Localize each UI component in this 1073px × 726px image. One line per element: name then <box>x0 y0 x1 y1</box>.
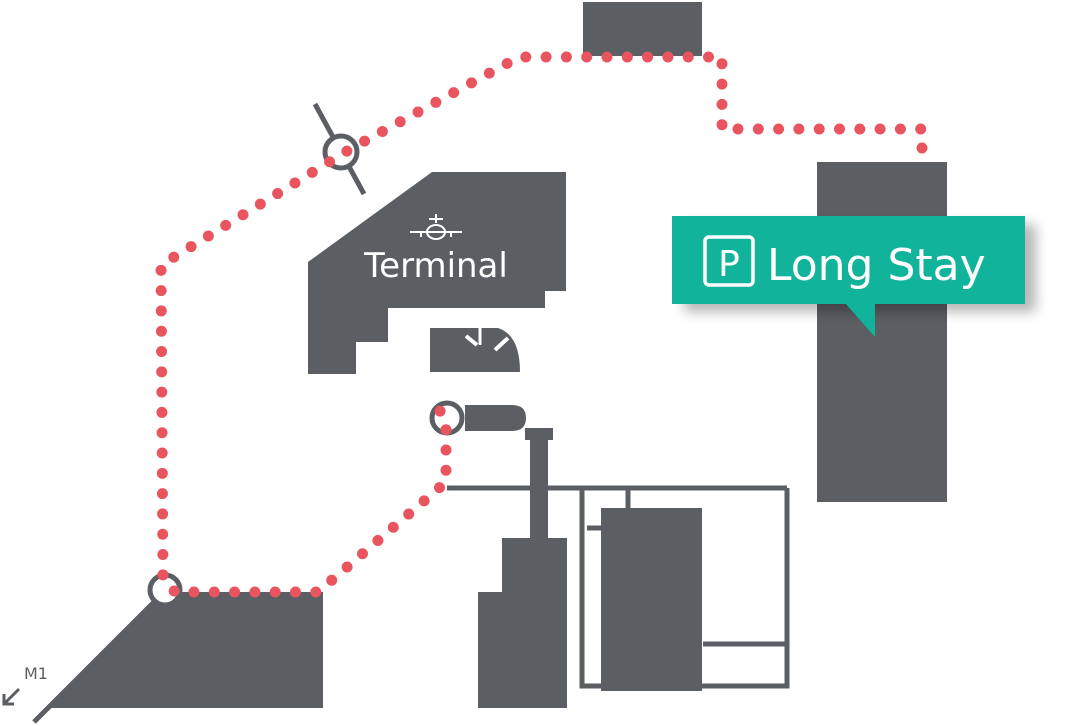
building-south <box>478 538 567 708</box>
airplane-icon <box>410 214 462 240</box>
long-stay-callout[interactable]: P Long Stay <box>672 216 1036 337</box>
terminal-annex <box>430 328 520 372</box>
long-stay-car-park <box>817 162 947 502</box>
stem-cap <box>525 428 553 440</box>
m1-label: M1 <box>24 664 48 683</box>
building-top <box>583 2 702 56</box>
terminal-label: Terminal <box>363 246 508 286</box>
terminal-building <box>308 172 566 374</box>
terminal-road-light <box>464 334 479 347</box>
building-south-east <box>601 508 702 691</box>
parking-icon: P <box>703 235 755 287</box>
car-park-south-west <box>45 592 323 708</box>
long-stay-label: Long Stay <box>767 240 986 291</box>
callout-box <box>672 216 1025 304</box>
buildings <box>45 2 947 708</box>
gate-pier <box>465 405 526 431</box>
m1-indicator: M1 <box>2 664 48 706</box>
terminal-road-light-3 <box>493 336 510 352</box>
arrow-down-left-icon <box>2 687 21 706</box>
callout-pointer <box>845 303 875 337</box>
terminal-label-group: Terminal <box>363 214 508 286</box>
parking-letter: P <box>718 244 740 285</box>
stem <box>530 440 548 538</box>
shuttle-route <box>155 51 928 598</box>
